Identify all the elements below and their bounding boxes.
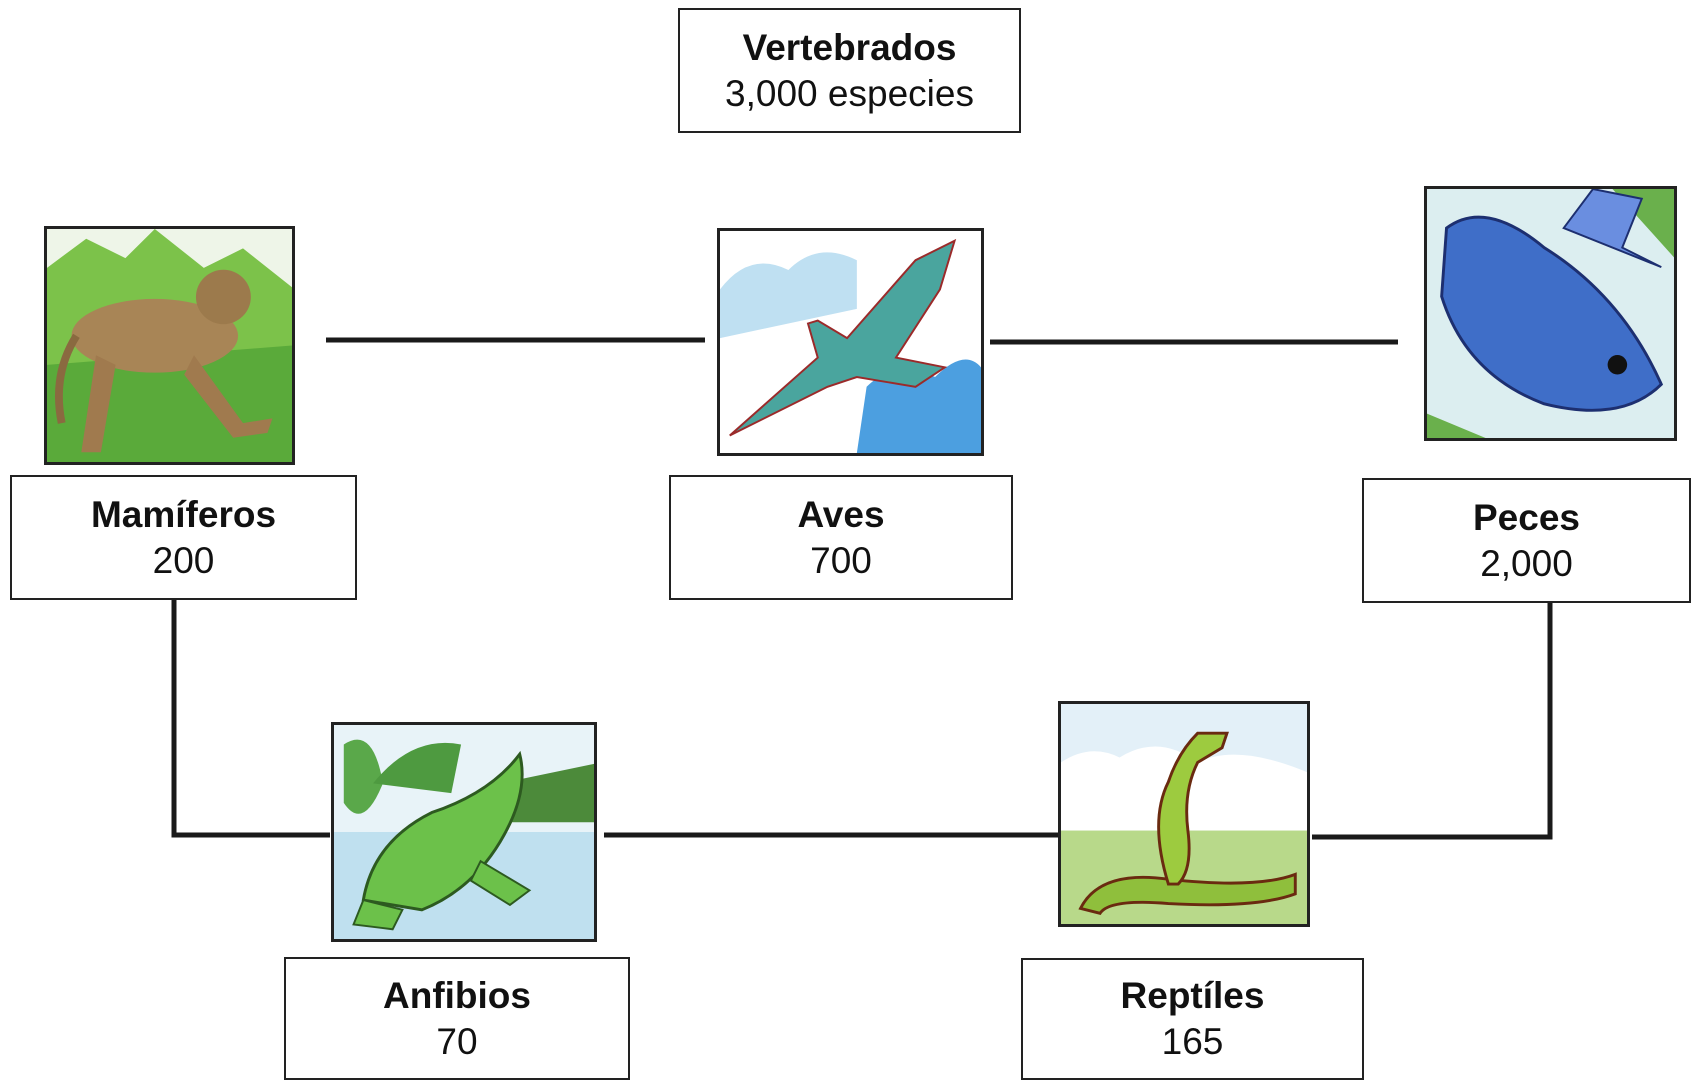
group-box-reptiles: Reptíles 165 [1021,958,1364,1080]
group-count: 700 [810,539,872,581]
connector-peces-reptiles [1312,602,1553,840]
group-box-mamiferos: Mamíferos 200 [10,475,357,600]
bird-icon [717,228,984,456]
title-box: Vertebrados 3,000 especies [678,8,1021,133]
group-name: Anfibios [383,974,531,1016]
group-name: Peces [1473,496,1580,538]
title-count: 3,000 especies [725,72,974,114]
fish-icon [1424,186,1677,441]
snake-icon [1058,701,1310,927]
frog-icon [331,722,597,942]
group-name: Aves [797,493,885,535]
group-count: 200 [152,539,215,581]
group-count: 70 [436,1020,478,1062]
connector-mamiferos-anfibios [171,598,330,838]
title-name: Vertebrados [742,26,957,68]
group-box-peces: Peces 2,000 [1362,478,1691,603]
group-name: Reptíles [1120,975,1265,1016]
monkey-icon [44,226,295,465]
group-box-anfibios: Anfibios 70 [284,957,630,1080]
group-count: 165 [1161,1021,1224,1062]
group-box-aves: Aves 700 [669,475,1013,600]
group-count: 2,000 [1480,542,1573,584]
group-name: Mamíferos [90,493,277,535]
